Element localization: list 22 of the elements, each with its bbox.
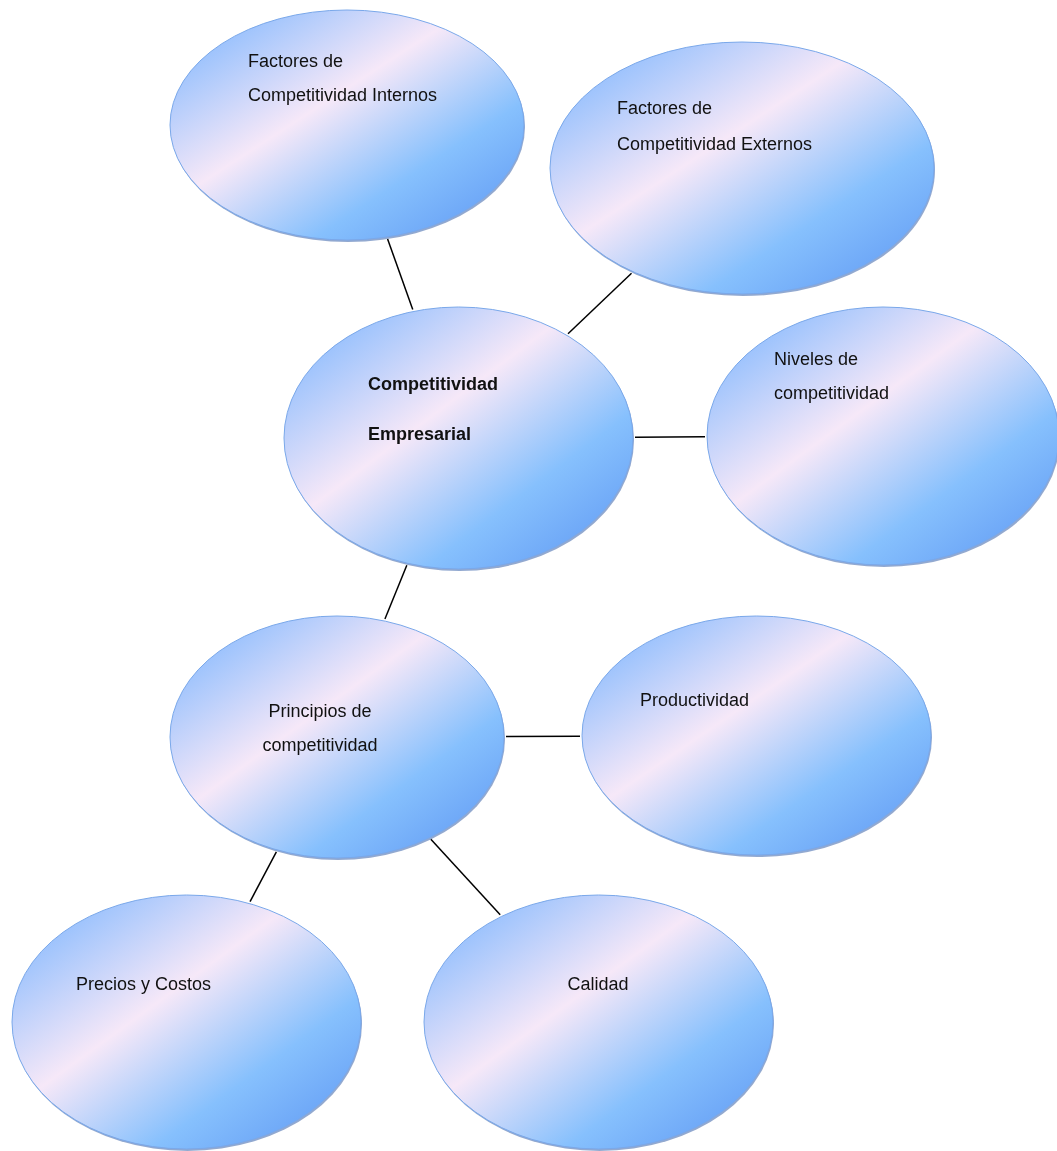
node-label: Calidad [566, 973, 630, 996]
ellipse-node [168, 8, 526, 242]
ellipse-node [10, 893, 363, 1151]
ellipse-node [282, 305, 635, 571]
node-label: Competitividad Empresarial [368, 373, 499, 446]
ellipse-node [548, 40, 936, 296]
node-label: Productividad [640, 689, 751, 712]
node-label: Factores de Competitividad Internos [248, 50, 439, 107]
ellipse-node [168, 614, 506, 860]
ellipse-node [422, 893, 775, 1151]
node-label: Principios de competitividad [261, 700, 379, 757]
connector-line [249, 851, 278, 903]
connector-line [384, 564, 408, 620]
node-label: Niveles de competitividad [774, 348, 891, 405]
connector-line [634, 436, 706, 438]
connector-line [430, 838, 501, 916]
ellipse-node [580, 614, 933, 857]
connector-line [567, 272, 633, 335]
node-label: Precios y Costos [76, 973, 213, 996]
connector-line [505, 735, 581, 738]
connector-line [386, 238, 414, 311]
node-label: Factores de Competitividad Externos [617, 97, 814, 156]
